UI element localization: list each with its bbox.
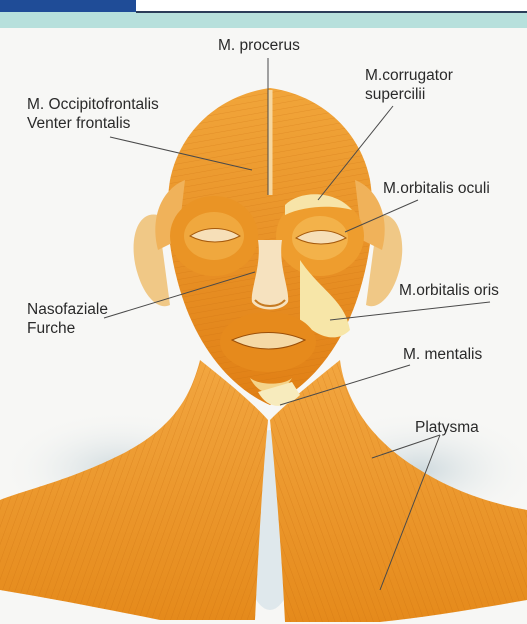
- label-occipitofrontalis: M. Occipitofrontalis Venter frontalis: [27, 95, 159, 133]
- slide-header-rule: [136, 11, 527, 13]
- label-orbitalis-oris: M.orbitalis oris: [399, 281, 499, 300]
- slide-header-accent: [0, 0, 136, 12]
- label-procerus: M. procerus: [218, 36, 300, 55]
- label-nasofaziale: Nasofaziale Furche: [27, 300, 108, 338]
- slide-header-white: [136, 0, 527, 11]
- label-corrugator-line2: supercilii: [365, 85, 453, 104]
- label-orbitalis-oculi: M.orbitalis oculi: [383, 179, 490, 198]
- label-platysma: Platysma: [415, 418, 479, 437]
- label-nasofaziale-line1: Nasofaziale: [27, 300, 108, 319]
- label-nasofaziale-line2: Furche: [27, 319, 108, 338]
- label-corrugator-line1: M.corrugator: [365, 66, 453, 85]
- label-occipitofrontalis-line1: M. Occipitofrontalis: [27, 95, 159, 114]
- label-mentalis: M. mentalis: [403, 345, 482, 364]
- platysma-left-fibers: [0, 360, 268, 620]
- label-occipitofrontalis-line2: Venter frontalis: [27, 114, 159, 133]
- label-corrugator: M.corrugator supercilii: [365, 66, 453, 104]
